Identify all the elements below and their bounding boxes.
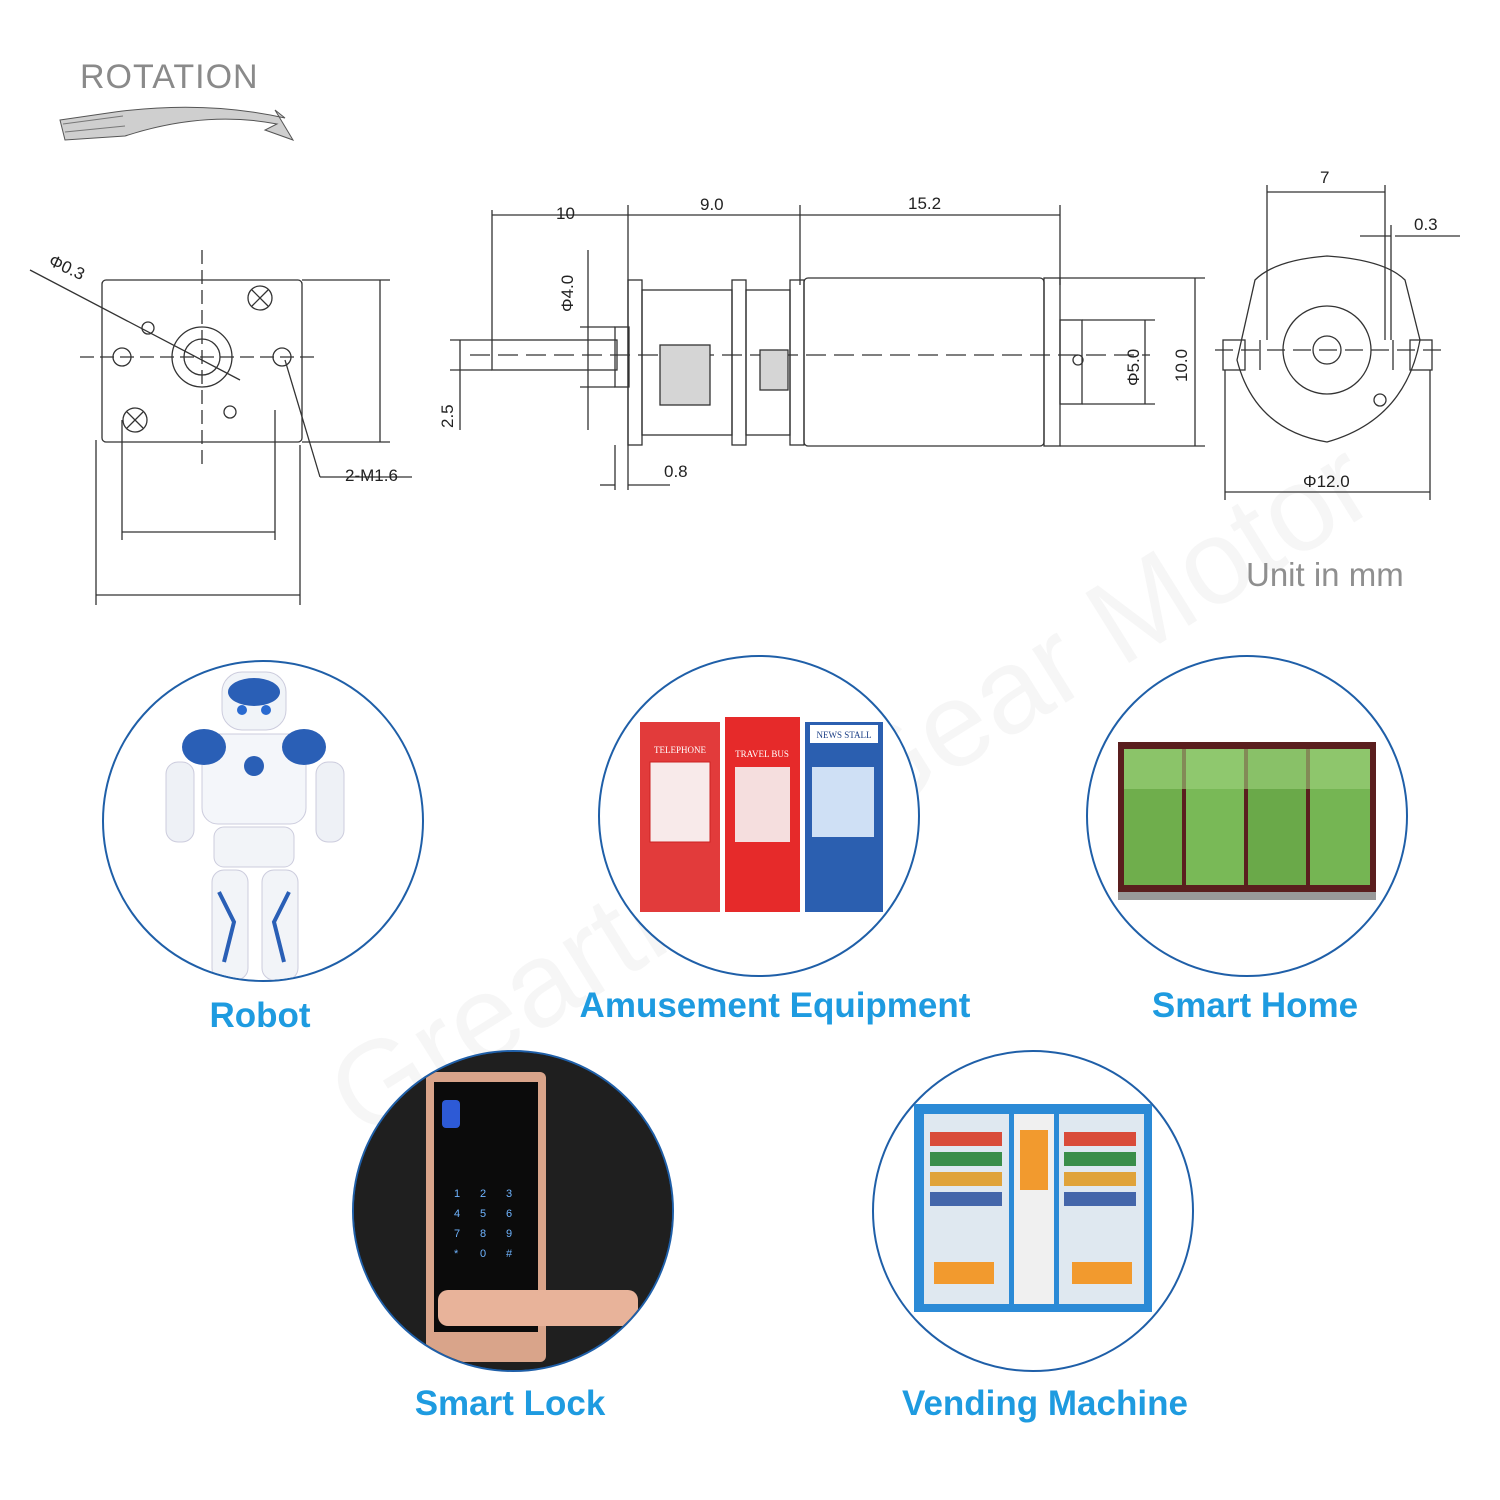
dim-phi40: Φ4.0: [558, 274, 577, 312]
smart-lock-image: 1 2 3 4 5 6 7 8 9 * 0 #: [352, 1050, 674, 1372]
key-4: 4: [454, 1208, 460, 1220]
smart-home-label: Smart Home: [1151, 986, 1359, 1025]
dim-10: 10: [556, 204, 575, 223]
key-star: *: [454, 1248, 459, 1260]
dim-15-2: 15.2: [908, 194, 942, 213]
dim-phi12: Φ12.0: [1303, 472, 1350, 491]
smart-lock-label: Smart Lock: [414, 1384, 606, 1423]
robot-label: Robot: [209, 996, 311, 1035]
rotation-label: ROTATION: [80, 58, 259, 96]
key-1: 1: [454, 1188, 460, 1200]
smart-home-image: [1086, 655, 1408, 977]
side-view-drawing: [450, 205, 1205, 490]
robot-image: [102, 660, 424, 982]
dim-10-0: 10.0: [1172, 348, 1191, 382]
dim-phi50: Φ5.0: [1124, 348, 1143, 386]
telephone-sign: TELEPHONE: [654, 745, 706, 755]
key-2: 2: [480, 1188, 486, 1200]
key-6: 6: [506, 1208, 512, 1220]
key-0: 0: [480, 1248, 486, 1260]
key-9: 9: [506, 1228, 512, 1240]
rotation-arrow-icon: [59, 106, 295, 141]
travel-bus-sign: TRAVEL BUS: [735, 749, 789, 759]
amusement-equipment-image: NEWS STALL TELEPHONE TRAVEL BUS: [598, 655, 920, 977]
dim-0-8: 0.8: [664, 462, 688, 481]
amusement-equipment-label: Amusement Equipment: [579, 986, 971, 1025]
unit-label: Unit in mm: [1246, 556, 1404, 593]
rear-view-drawing: [1215, 185, 1460, 500]
key-hash: #: [506, 1248, 513, 1260]
dim-7: 7: [1320, 168, 1330, 187]
vending-machine-label: Vending Machine: [902, 1384, 1188, 1423]
key-7: 7: [454, 1228, 460, 1240]
dim-2-5: 2.5: [438, 404, 457, 428]
front-view-drawing: [29, 250, 412, 605]
news-stall-sign: NEWS STALL: [816, 730, 871, 740]
vending-machine-image: [872, 1050, 1194, 1372]
key-8: 8: [480, 1228, 486, 1240]
dim-0-3: 0.3: [1414, 215, 1438, 234]
key-3: 3: [506, 1188, 512, 1200]
dim-m16: 2-M1.6: [345, 466, 398, 485]
dim-9: 9.0: [700, 195, 724, 214]
key-5: 5: [480, 1208, 486, 1220]
